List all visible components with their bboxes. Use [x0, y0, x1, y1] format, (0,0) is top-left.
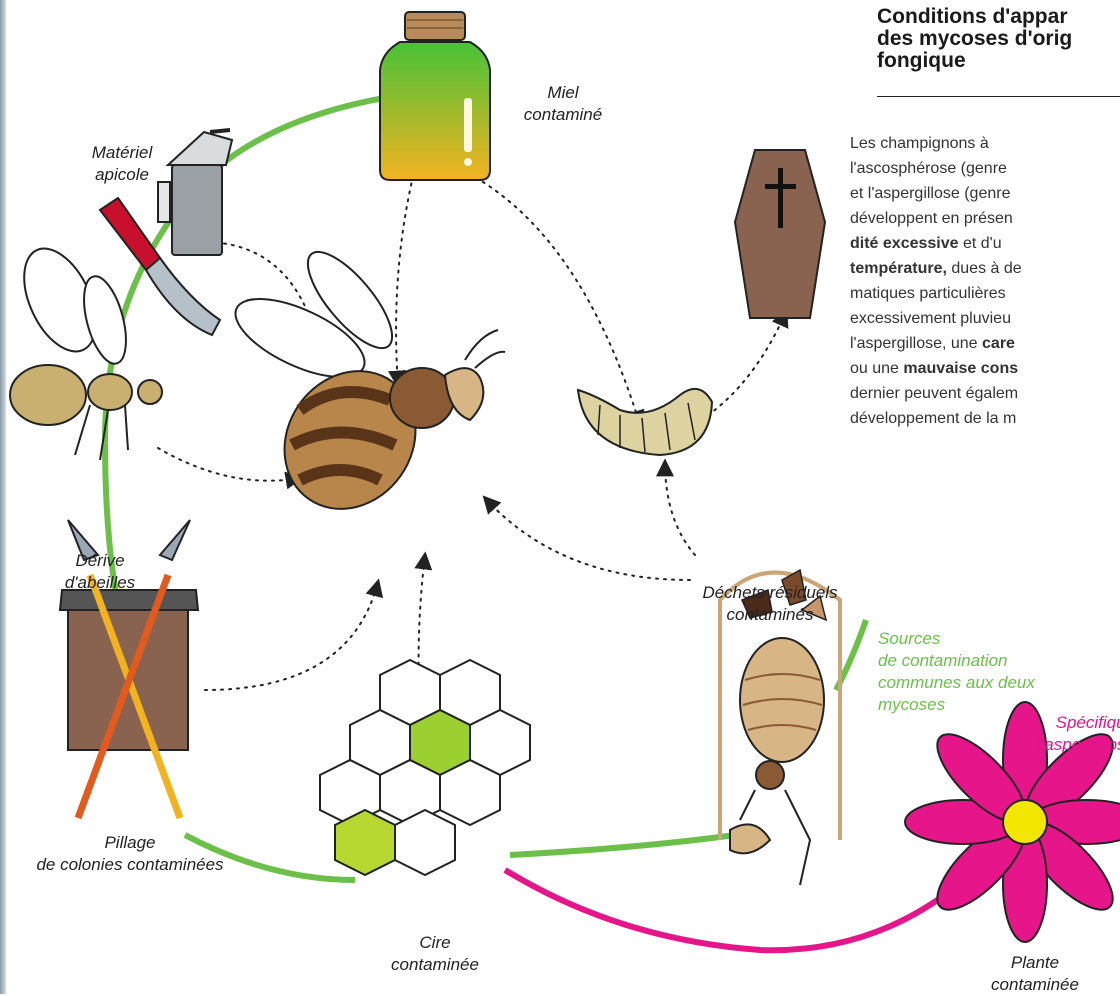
label-pillage-colonies: Pillage de colonies contaminées	[10, 832, 250, 876]
body-line-6: température, dues à de	[850, 256, 1120, 281]
label-specifique-aspergillose: Spécifique à l'aspergillose	[985, 712, 1120, 756]
bold-emphasis: mauvaise cons	[903, 360, 1018, 377]
honeycomb-icon	[320, 660, 530, 875]
body-line-7: matiques particulières	[850, 281, 1120, 306]
body-line-11: dernier peuvent égalem	[850, 381, 1120, 406]
aspergillosis-path	[505, 845, 1000, 950]
title-line-2: des mycoses d'orig	[877, 28, 1120, 50]
label-derive-abeilles: Dérive d'abeilles	[30, 550, 170, 594]
bold-emphasis: care	[982, 335, 1015, 352]
coffin-icon	[735, 150, 825, 318]
panel-title: Conditions d'appar des mycoses d'orig fo…	[877, 6, 1120, 72]
bee-icon	[225, 240, 505, 535]
honey-jar-icon	[380, 12, 490, 180]
body-line-10: ou une mauvaise cons	[850, 356, 1120, 381]
label-sources-communes: Sources de contamination communes aux de…	[878, 628, 1098, 716]
bold-emphasis: dité excessive	[850, 235, 959, 252]
larva-icon	[578, 389, 712, 455]
body-line-9: l'aspergillose, une care	[850, 331, 1120, 356]
title-divider	[877, 96, 1120, 97]
label-dechets-residuels: Déchets résiduels contaminés	[680, 582, 860, 626]
body-line-8: excessivement pluvieu	[850, 306, 1120, 331]
bold-emphasis: température,	[850, 260, 947, 277]
label-plante-contaminee: Plante contaminée	[960, 952, 1110, 996]
body-line-1: Les champignons à	[850, 131, 1120, 156]
panel-body-text: Les champignons à l'ascosphérose (genre …	[850, 131, 1120, 431]
body-line-3: et l'aspergillose (genre	[850, 181, 1120, 206]
title-line-3: fongique	[877, 50, 1120, 72]
body-line-12: développement de la m	[850, 406, 1120, 431]
body-line-2: l'ascosphérose (genre	[850, 156, 1120, 181]
title-line-1: Conditions d'appar	[877, 6, 1120, 28]
body-line-5: dité excessive et d'u	[850, 231, 1120, 256]
body-line-4: développent en présen	[850, 206, 1120, 231]
label-miel-contamine: Miel contaminé	[488, 82, 638, 126]
label-cire-contaminee: Cire contaminée	[360, 932, 510, 976]
label-materiel-apicole: Matériel apicole	[52, 142, 192, 186]
